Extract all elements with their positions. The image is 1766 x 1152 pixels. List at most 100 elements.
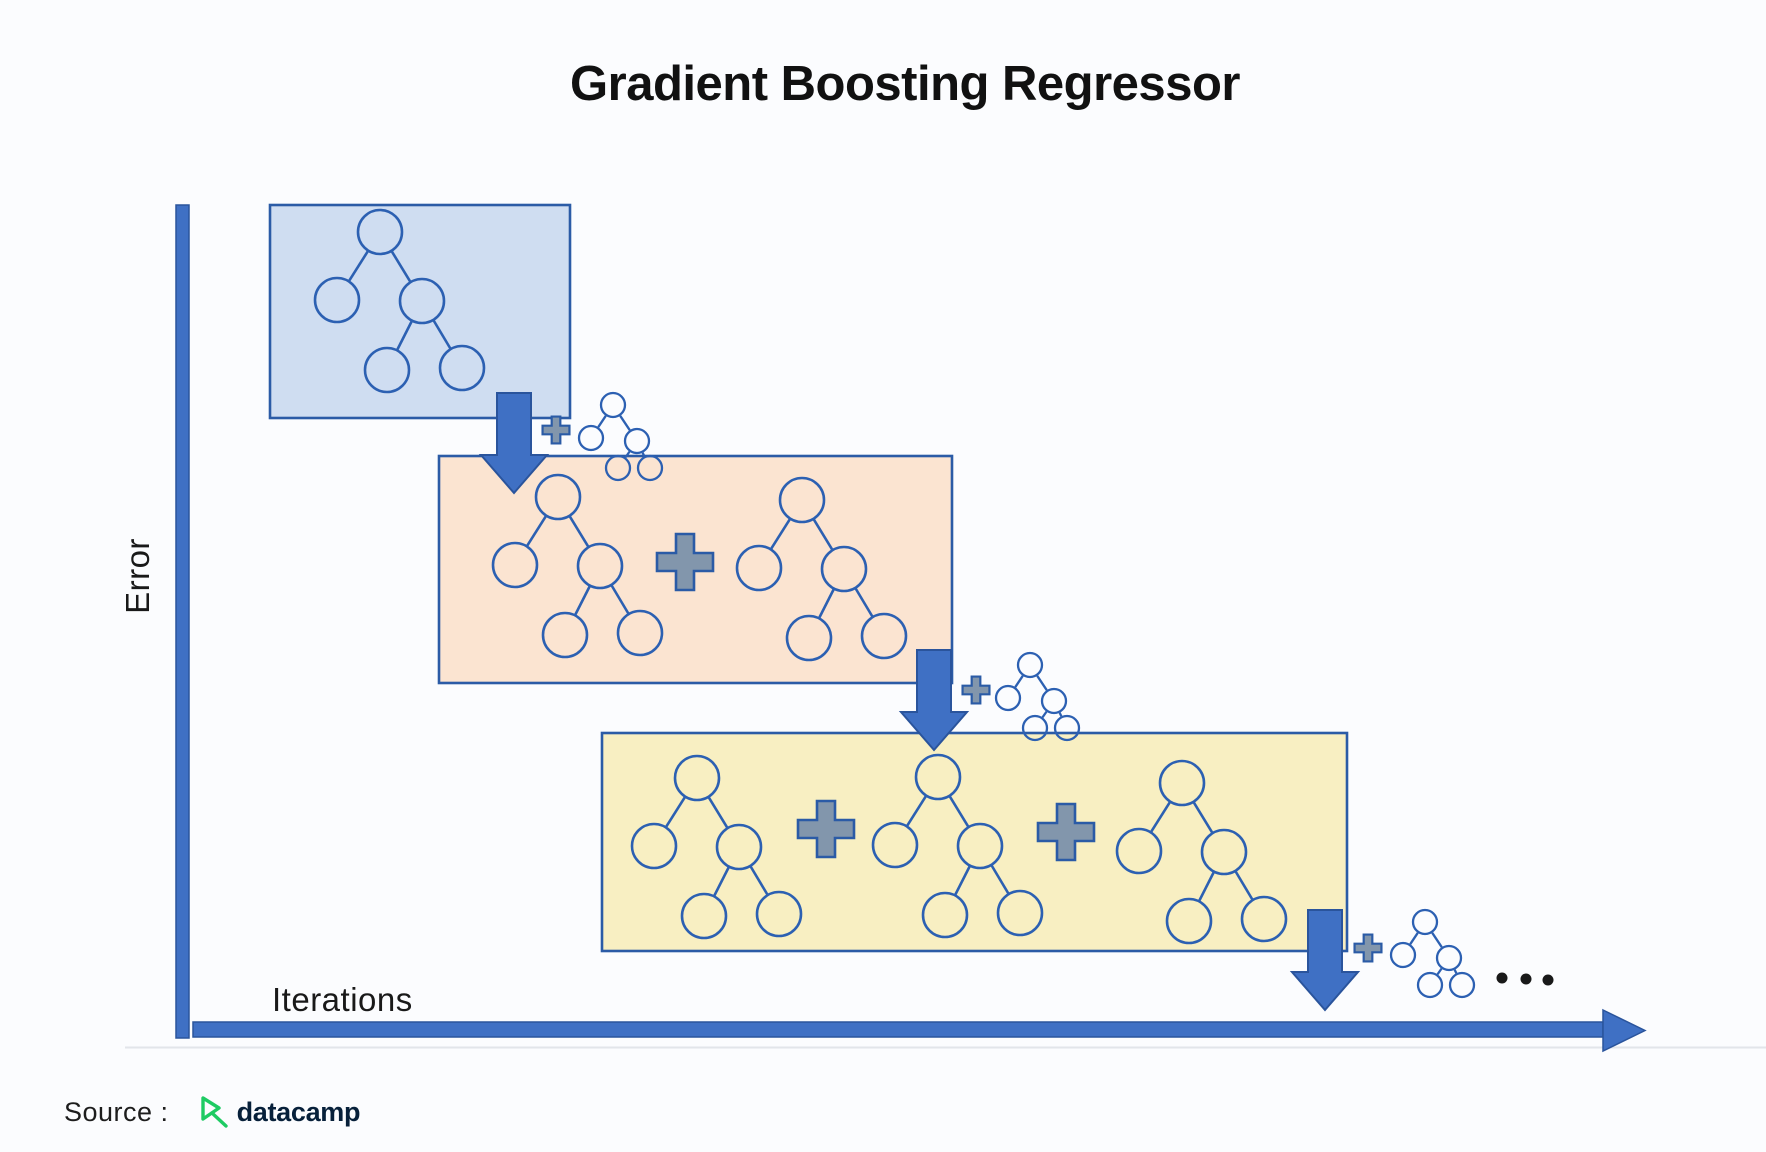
tree-branch [526, 515, 547, 547]
y-axis-label: Error [119, 538, 156, 614]
tree-node [313, 276, 361, 324]
big-plus-layer [655, 532, 1096, 862]
datacamp-logo: datacamp [195, 1094, 361, 1130]
tree-branch [948, 795, 970, 828]
ellipsis-layer [1496, 972, 1554, 986]
tree-node [673, 754, 721, 802]
tree-branch [1041, 710, 1048, 719]
tree-node [630, 822, 678, 870]
tree-node [541, 611, 589, 659]
big-trees-layer [313, 208, 1288, 945]
tree-node [735, 544, 783, 592]
tree-node [1435, 944, 1463, 972]
tree-branch [574, 585, 591, 616]
stage-2-tree-icon [491, 473, 664, 659]
down-arrow-icon [1289, 909, 1361, 1012]
tree-node [860, 612, 908, 660]
tree-branch [665, 796, 686, 828]
tree-node [1448, 971, 1476, 999]
page-title: Gradient Boosting Regressor [570, 57, 1240, 111]
tree-node [438, 344, 486, 392]
tree-branch [1036, 675, 1048, 691]
plus-icon [1353, 933, 1383, 963]
tree-node [755, 890, 803, 938]
down-arrow-icon [898, 649, 970, 752]
tree-branch [954, 865, 971, 896]
stage-3-tree-icon [630, 754, 803, 940]
tree-node [623, 427, 651, 455]
tree-node [1021, 714, 1049, 742]
tree-node [921, 891, 969, 939]
tree-branch [818, 588, 835, 619]
tree-node [1240, 895, 1288, 943]
tree-branch [1431, 932, 1443, 948]
tree-node [1040, 687, 1068, 715]
tree-node [604, 454, 632, 482]
tree-node [363, 346, 411, 394]
tree-node [785, 614, 833, 662]
tree-node [1389, 941, 1417, 969]
tree-branch [1409, 932, 1419, 945]
tree-branch [597, 415, 607, 428]
tree-branch [396, 320, 413, 351]
tree-node [599, 391, 627, 419]
tree-node [616, 609, 664, 657]
tree-node [1053, 714, 1081, 742]
tree-node [715, 823, 763, 871]
plus-icon [961, 675, 991, 705]
source-row: Source : datacamp [64, 1094, 361, 1130]
tree-node [491, 541, 539, 589]
tree-node [1158, 759, 1206, 807]
x-axis-label: Iterations [272, 981, 413, 1018]
tree-branch [1198, 871, 1215, 902]
axes-layer [175, 204, 1647, 1053]
stage-1-box [268, 203, 572, 420]
stage-2-tree-icon [735, 476, 908, 662]
new-tree-icon [1389, 908, 1476, 999]
ellipsis-icon [1542, 974, 1554, 986]
tree-node [577, 424, 605, 452]
tree-node [996, 889, 1044, 937]
tree-node [680, 892, 728, 940]
tree-branch [624, 450, 631, 459]
brand-wordmark: datacamp [236, 1096, 361, 1127]
tree-node [398, 277, 446, 325]
tree-branch [568, 515, 590, 548]
tree-branch [1436, 967, 1443, 976]
tree-branch [770, 518, 791, 550]
x-axis-arrowhead-icon [1602, 1008, 1647, 1053]
tree-node [956, 822, 1004, 870]
tree-branch [906, 795, 927, 827]
tree-branch [749, 866, 769, 895]
stage-3-tree-icon [871, 753, 1044, 939]
tree-branch [348, 250, 369, 282]
tree-branch [1150, 801, 1171, 833]
plus-icon [655, 532, 715, 592]
plus-icon [796, 799, 856, 859]
new-tree-icon [994, 651, 1081, 742]
tree-branch [610, 585, 630, 614]
tree-node [1411, 908, 1439, 936]
connectors-layer [478, 391, 1476, 1012]
tree-node [576, 542, 624, 590]
tree-node [914, 753, 962, 801]
tree-node [1200, 828, 1248, 876]
tree-node [1416, 971, 1444, 999]
tree-branch [812, 518, 834, 551]
tree-node [636, 454, 664, 482]
plus-icon [541, 415, 571, 445]
stage-1-tree-icon [313, 208, 486, 394]
tree-branch [1014, 675, 1024, 688]
tree-branch [1453, 969, 1458, 974]
y-axis-line [175, 204, 190, 1039]
down-arrow-icon [478, 392, 550, 495]
plus-icon [1036, 802, 1096, 862]
new-tree-icon [577, 391, 664, 482]
tree-branch [619, 415, 631, 431]
tree-branch [707, 796, 729, 829]
tree-branch [1058, 712, 1063, 717]
tree-node [1016, 651, 1044, 679]
tree-node [778, 476, 826, 524]
